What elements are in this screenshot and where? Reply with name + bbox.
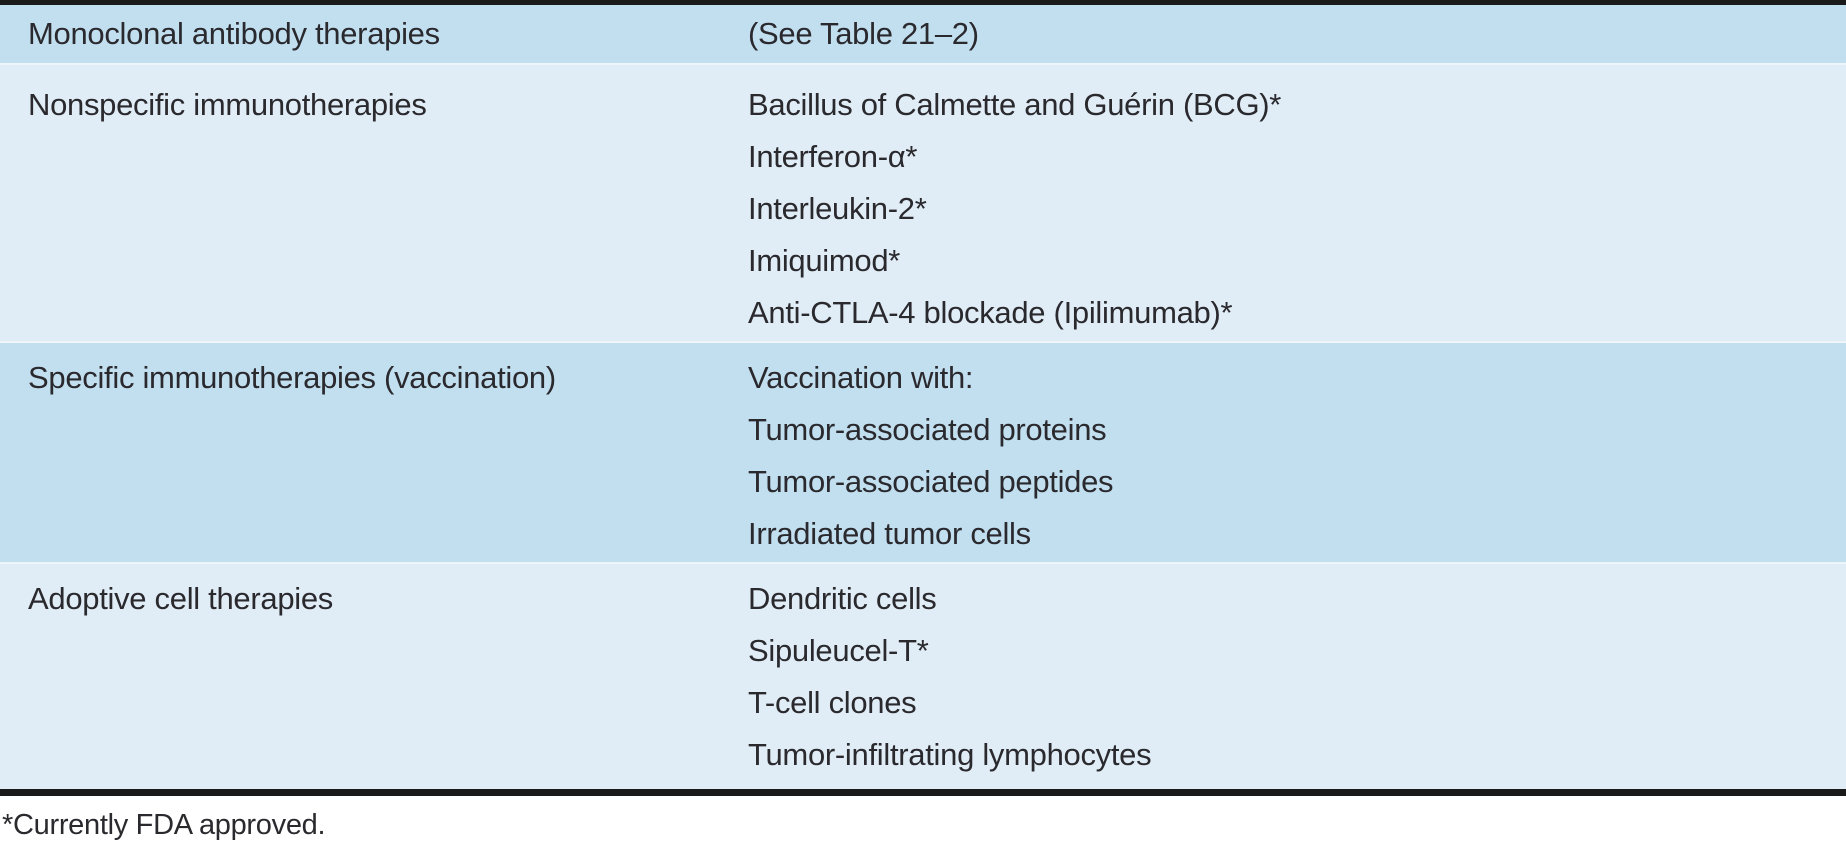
item-text: Dendritic cells <box>748 581 937 616</box>
items-cell: Dendritic cells Sipuleucel-T* T-cell clo… <box>748 573 1846 781</box>
category-cell: Adoptive cell therapies <box>0 573 748 625</box>
table-row: Monoclonal antibody therapies (See Table… <box>0 5 1846 63</box>
item-text: Anti-CTLA-4 blockade (Ipilimumab)* <box>748 295 1233 330</box>
item-text: Imiquimod* <box>748 243 901 278</box>
table-row: Adoptive cell therapies Dendritic cells … <box>0 562 1846 789</box>
category-label: Adoptive cell therapies <box>28 581 334 616</box>
table-footnote: *Currently FDA approved. <box>2 809 326 841</box>
category-label: Nonspecific immunotherapies <box>28 87 427 122</box>
item-text: Vaccination with: <box>748 360 974 395</box>
item-text: (See Table 21–2) <box>748 16 979 51</box>
item-text: Irradiated tumor cells <box>748 516 1031 551</box>
item-text: Sipuleucel-T* <box>748 633 929 668</box>
category-label: Specific immunotherapies (vaccination) <box>28 360 556 395</box>
table-bottom-rule <box>0 789 1846 796</box>
immunotherapy-table: Monoclonal antibody therapies (See Table… <box>0 0 1846 796</box>
item-text: Interleukin-2* <box>748 191 927 226</box>
item-text: Tumor-infiltrating lymphocytes <box>748 737 1152 772</box>
table-row: Specific immunotherapies (vaccination) V… <box>0 341 1846 562</box>
table-row: Nonspecific immunotherapies Bacillus of … <box>0 63 1846 341</box>
items-cell: (See Table 21–2) <box>748 8 1846 60</box>
category-cell: Nonspecific immunotherapies <box>0 79 748 131</box>
table-top-rule <box>0 0 1846 5</box>
item-text: Tumor-associated peptides <box>748 464 1114 499</box>
category-cell: Monoclonal antibody therapies <box>0 8 748 60</box>
items-cell: Bacillus of Calmette and Guérin (BCG)* I… <box>748 79 1846 339</box>
category-cell: Specific immunotherapies (vaccination) <box>0 352 748 404</box>
category-label: Monoclonal antibody therapies <box>28 16 440 51</box>
item-text: Bacillus of Calmette and Guérin (BCG)* <box>748 87 1282 122</box>
item-text: Tumor-associated proteins <box>748 412 1107 447</box>
item-text: T-cell clones <box>748 685 917 720</box>
item-text: Interferon-α* <box>748 139 918 174</box>
items-cell: Vaccination with: Tumor-associated prote… <box>748 352 1846 560</box>
